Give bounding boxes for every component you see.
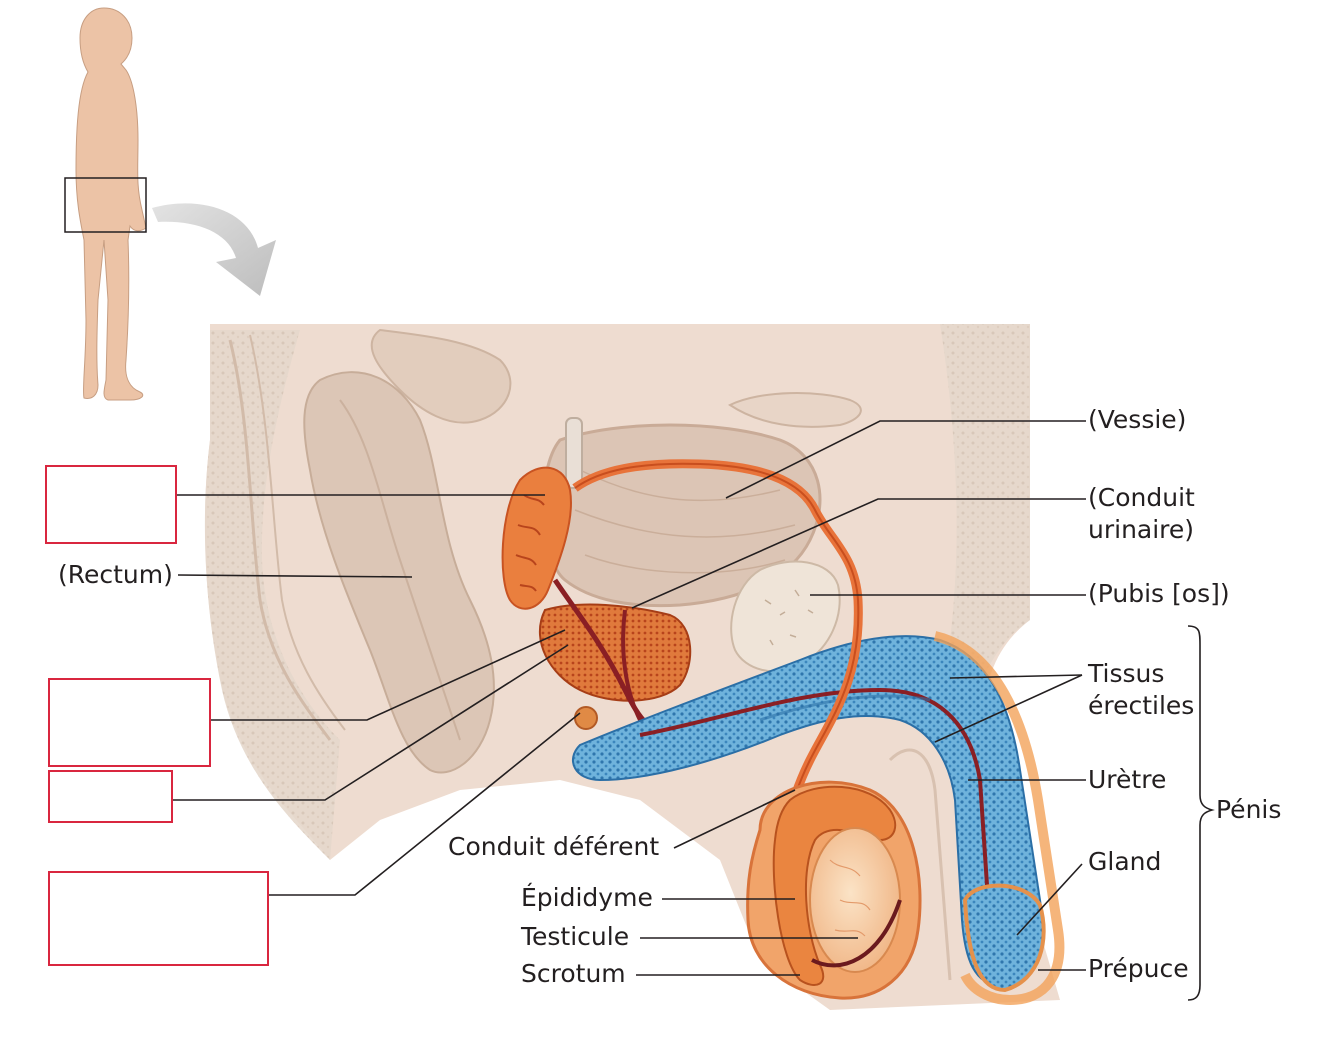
label-conduit-urinaire-line1: (Conduit: [1088, 483, 1195, 512]
label-pubis: (Pubis [os]): [1088, 579, 1230, 608]
glans-shape: [962, 883, 1046, 993]
rectum-shape: [303, 371, 495, 774]
leader-tissus-2: [934, 674, 1083, 743]
label-prepuce: Prépuce: [1088, 954, 1189, 983]
label-gland: Gland: [1088, 847, 1162, 876]
body-silhouette: [75, 7, 147, 401]
label-tissus-line1: Tissus: [1088, 659, 1165, 688]
leader-box-2: [165, 629, 566, 721]
label-vessie: (Vessie): [1088, 405, 1187, 434]
label-scrotum: Scrotum: [521, 959, 626, 988]
label-rectum: (Rectum): [58, 560, 173, 589]
leader-rectum: [177, 574, 413, 578]
seminal-vesicle-shape: [501, 466, 572, 610]
testis-shape: [809, 827, 901, 973]
bulbourethral-gland-shape: [574, 706, 598, 730]
leader-lines: [154, 420, 1215, 1001]
urethra-shape: [639, 687, 994, 961]
label-tissus-line2: érectiles: [1088, 691, 1195, 720]
leader-conduit-deferent: [673, 789, 796, 849]
label-uretre: Urètre: [1088, 765, 1167, 794]
zoom-arrow-icon: [152, 203, 276, 296]
leader-conduit-urinaire: [631, 498, 1086, 609]
label-conduit-urinaire-line2: urinaire): [1088, 515, 1195, 544]
label-penis: Pénis: [1216, 795, 1282, 824]
prostate-shape: [539, 603, 692, 702]
answer-box-1[interactable]: [45, 465, 177, 544]
label-conduit-deferent: Conduit déférent: [448, 832, 660, 861]
answer-box-2[interactable]: [48, 678, 211, 767]
answer-box-4[interactable]: [48, 871, 269, 966]
label-testicule: Testicule: [521, 922, 630, 951]
zoom-region-box: [64, 177, 147, 233]
penis-brace: [1187, 625, 1215, 1001]
answer-box-3[interactable]: [48, 770, 173, 823]
leader-vessie: [725, 420, 1086, 499]
label-epididyme: Épididyme: [521, 883, 653, 912]
leader-box-3: [170, 644, 569, 801]
leader-gland: [1016, 863, 1083, 936]
epididymis-shape: [772, 785, 897, 986]
leader-tissus-1: [949, 674, 1083, 679]
